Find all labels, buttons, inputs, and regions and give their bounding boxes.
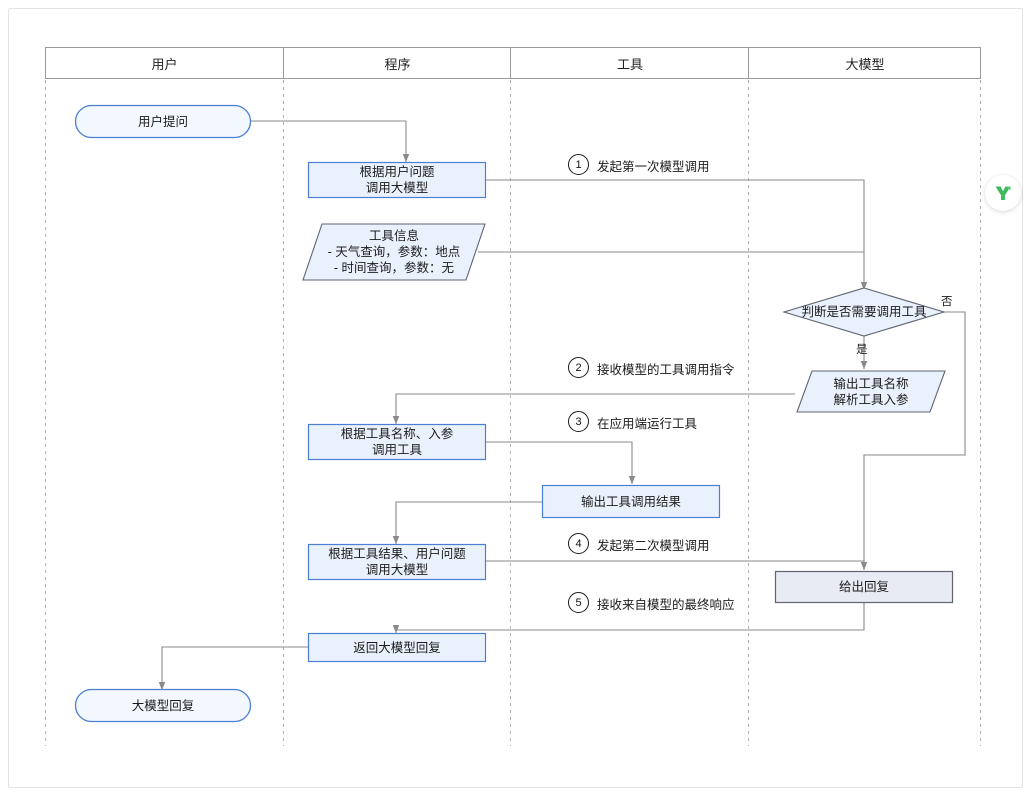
node-tool-result [541, 484, 721, 519]
lane-label: 大模型 [845, 56, 885, 72]
lane-header-tool: 工具 [511, 47, 749, 79]
step-number-2: 2 [568, 357, 589, 378]
step-number-4: 4 [568, 533, 589, 554]
conn-return-to-end [158, 646, 308, 691]
node-call-model-2 [307, 543, 487, 581]
conn-start-to-call1 [250, 120, 410, 163]
node-output-tool-name [796, 370, 946, 413]
branch-label-yes: 是 [856, 344, 868, 356]
conn-givereply-to-return [392, 602, 865, 634]
step-label-4: 发起第二次模型调用 [597, 539, 710, 553]
lane-header-program: 程序 [284, 47, 511, 79]
step-number-3: 3 [568, 411, 589, 432]
watermark-y-icon [995, 186, 1011, 200]
conn-result-to-call2 [392, 501, 542, 545]
conn-decision-no [860, 311, 966, 571]
conn-calltool-to-result [486, 441, 636, 485]
node-start [74, 104, 252, 139]
conn-output-to-calltool [392, 393, 795, 425]
lane-header-band [45, 47, 981, 79]
node-tool-info [302, 223, 486, 281]
step-label-1: 发起第一次模型调用 [597, 160, 710, 174]
lane-label: 用户 [151, 56, 178, 72]
step-number-5: 5 [568, 592, 589, 613]
node-decision [782, 287, 946, 337]
lane-label: 程序 [384, 56, 411, 72]
node-return-reply [307, 632, 487, 663]
step-label-2: 接收模型的工具调用指令 [597, 363, 735, 377]
node-call-tool [307, 423, 487, 461]
lane-header-user: 用户 [45, 47, 284, 79]
connectors [158, 120, 966, 691]
node-give-reply [774, 570, 954, 604]
node-call-model-1 [307, 161, 487, 199]
watermark-badge [985, 175, 1021, 211]
node-shapes [74, 104, 954, 723]
conn-call1-to-decision [486, 179, 868, 291]
step-label-3: 在应用端运行工具 [597, 417, 698, 431]
step-number-1: 1 [568, 154, 589, 175]
lane-label: 工具 [616, 56, 643, 72]
lane-header-model: 大模型 [749, 47, 981, 79]
branch-label-no: 否 [941, 296, 953, 308]
node-end [74, 688, 252, 723]
step-label-5: 接收来自模型的最终响应 [597, 598, 735, 612]
conn-call2-to-givereply [486, 560, 865, 570]
lane-dividers [45, 80, 981, 746]
